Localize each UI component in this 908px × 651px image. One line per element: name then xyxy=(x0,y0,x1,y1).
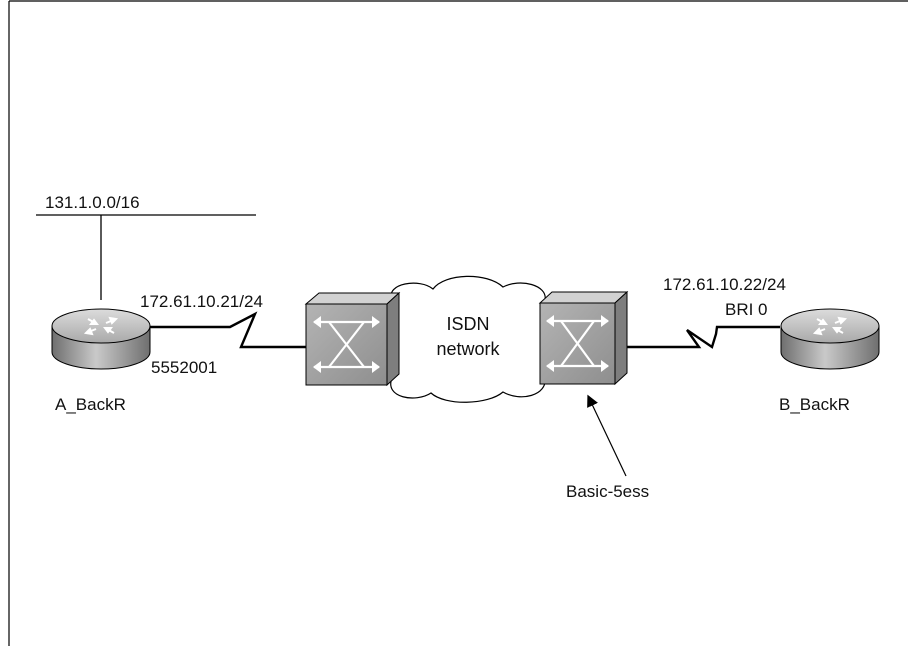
lan-network-label: 131.1.0.0/16 xyxy=(45,193,140,212)
switch-callout-arrow xyxy=(587,394,627,477)
router-icon xyxy=(780,308,880,370)
left-router-label: A_BackR xyxy=(55,395,126,414)
left-isdn-link xyxy=(150,311,306,349)
right-interface-label: BRI 0 xyxy=(725,300,768,319)
right-isdn-link xyxy=(625,325,780,349)
right-router-label: B_BackR xyxy=(779,395,850,414)
isdn-switch-icon xyxy=(304,291,401,387)
cloud-label-line1: ISDN xyxy=(446,314,489,334)
page-frame xyxy=(8,0,908,646)
router-icon xyxy=(51,308,151,370)
cloud-label-line2: network xyxy=(436,339,500,359)
left-number-label: 5552001 xyxy=(151,358,217,377)
switch-type-label: Basic-5ess xyxy=(566,482,649,501)
right-ip-label: 172.61.10.22/24 xyxy=(663,275,786,294)
isdn-switch-icon xyxy=(538,290,629,386)
lan-segment xyxy=(36,214,256,300)
left-ip-label: 172.61.10.21/24 xyxy=(140,292,263,311)
